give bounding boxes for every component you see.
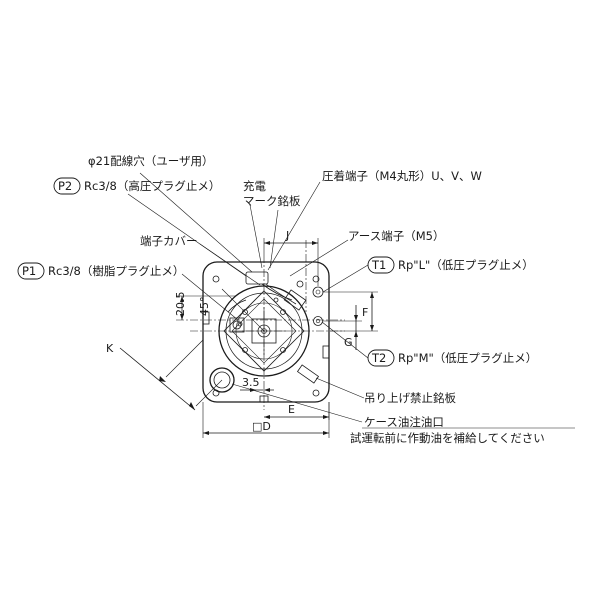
oil-filler-port [209, 367, 235, 393]
t1-port [312, 286, 324, 298]
dim-20-5 [176, 295, 236, 320]
dim-label-3-5: 3.5 [242, 376, 260, 389]
label-phi21-hole: φ21配線穴（ユーザ用） [88, 154, 214, 168]
center-lines [176, 240, 345, 410]
tag-t1-frame [367, 256, 395, 274]
tag-t1: T1 [371, 258, 386, 272]
dim-label-k: K [106, 342, 114, 355]
label-charging-1: 充電 [243, 179, 266, 193]
angle-45-arc [227, 299, 247, 313]
label-charging-2: マーク銘板 [243, 194, 301, 208]
label-earth-terminal: アース端子（M5） [348, 229, 444, 243]
label-crimp-terminal: 圧着端子（M4丸形）U、V、W [322, 169, 482, 183]
side-boss-left [202, 311, 210, 325]
t2-port [313, 316, 323, 326]
mounting-holes [212, 275, 320, 397]
leader-lines [127, 172, 369, 423]
dim-g [323, 305, 362, 350]
dim-j [263, 238, 319, 286]
p1-port [229, 317, 245, 333]
tag-t2: T2 [371, 351, 386, 365]
dim-label-20-5: 20.5 [174, 292, 187, 317]
label-t1: Rp"L"（低圧プラグ止メ） [398, 258, 534, 272]
label-t2: Rp"M"（低圧プラグ止メ） [398, 351, 537, 365]
label-no-lift-plate: 吊り上げ禁止銘板 [364, 391, 456, 405]
tag-p2-frame [53, 177, 81, 195]
dim-k [119, 339, 223, 411]
label-oil-note: 試運転前に作動油を補給してください [350, 431, 545, 445]
label-oil-inlet: ケース油注油口 [364, 415, 444, 429]
dim-f [323, 291, 378, 332]
dim-label-d: □D [252, 420, 271, 433]
side-boss-right [322, 345, 330, 359]
dim-label-45: 45° [198, 297, 211, 317]
tag-p1: P1 [22, 264, 36, 278]
no-lift-plate-shape [296, 364, 320, 384]
tag-t2-frame [367, 349, 395, 367]
dim-label-f: F [362, 306, 368, 319]
dim-e [264, 402, 330, 420]
angle-45-ray [221, 288, 265, 332]
label-p2: Rc3/8（高圧プラグ止メ） [84, 179, 220, 193]
dim-label-e: E [288, 403, 295, 416]
tag-p1-frame [17, 262, 45, 280]
dim-label-g: G [344, 336, 353, 349]
label-p1: Rc3/8（樹脂プラグ止メ） [48, 264, 184, 278]
label-terminal-cover: 端子カバー [140, 234, 198, 248]
tag-p2: P2 [58, 179, 72, 193]
dim-label-j: J [285, 229, 289, 242]
